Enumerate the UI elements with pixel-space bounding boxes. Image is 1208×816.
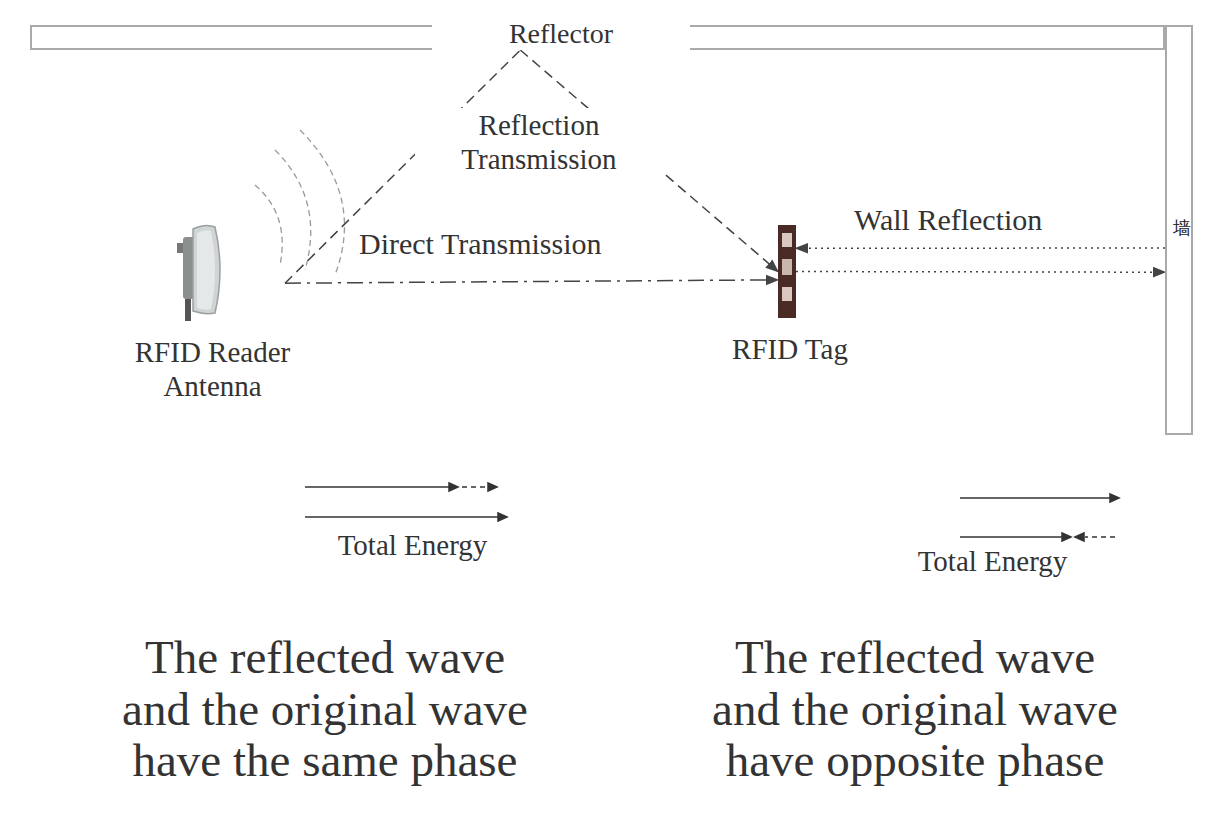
wall-label: 墙 [1173, 219, 1191, 239]
path-label: Reflection Transmission [415, 108, 663, 176]
reflector-bar: Reflector [30, 25, 1165, 50]
edge-label: Wall Reflection [850, 202, 1046, 237]
tag-icon-box [778, 225, 796, 318]
radio-waves [255, 130, 344, 275]
caption: The reflected wave and the original wave… [625, 632, 1205, 787]
wall: 墙 [1165, 25, 1193, 435]
edge-label: Direct Transmission [355, 226, 606, 261]
caption: The reflected wave and the original wave… [30, 632, 620, 787]
energy-arrows-same-phase [305, 483, 507, 521]
energy-arrows-opposite-phase [960, 494, 1119, 541]
reflector-bar-label: Reflector [432, 17, 690, 50]
rfid-tag-label: RFID Tag [690, 332, 890, 366]
direct-path [285, 280, 778, 283]
antenna-icon [175, 215, 285, 325]
antenna-icon-box [175, 215, 285, 325]
reader-antenna: RFID Reader Antenna [85, 210, 340, 410]
rfid-tag: RFID Tag [690, 222, 890, 377]
wall-path-out [796, 271, 1165, 273]
reader-antenna-label: RFID Reader Antenna [85, 335, 340, 403]
energy-label: Total Energy [870, 544, 1115, 578]
energy-label: Total Energy [290, 528, 535, 562]
tag-icon [778, 225, 796, 318]
wall-path-back [796, 247, 1165, 249]
